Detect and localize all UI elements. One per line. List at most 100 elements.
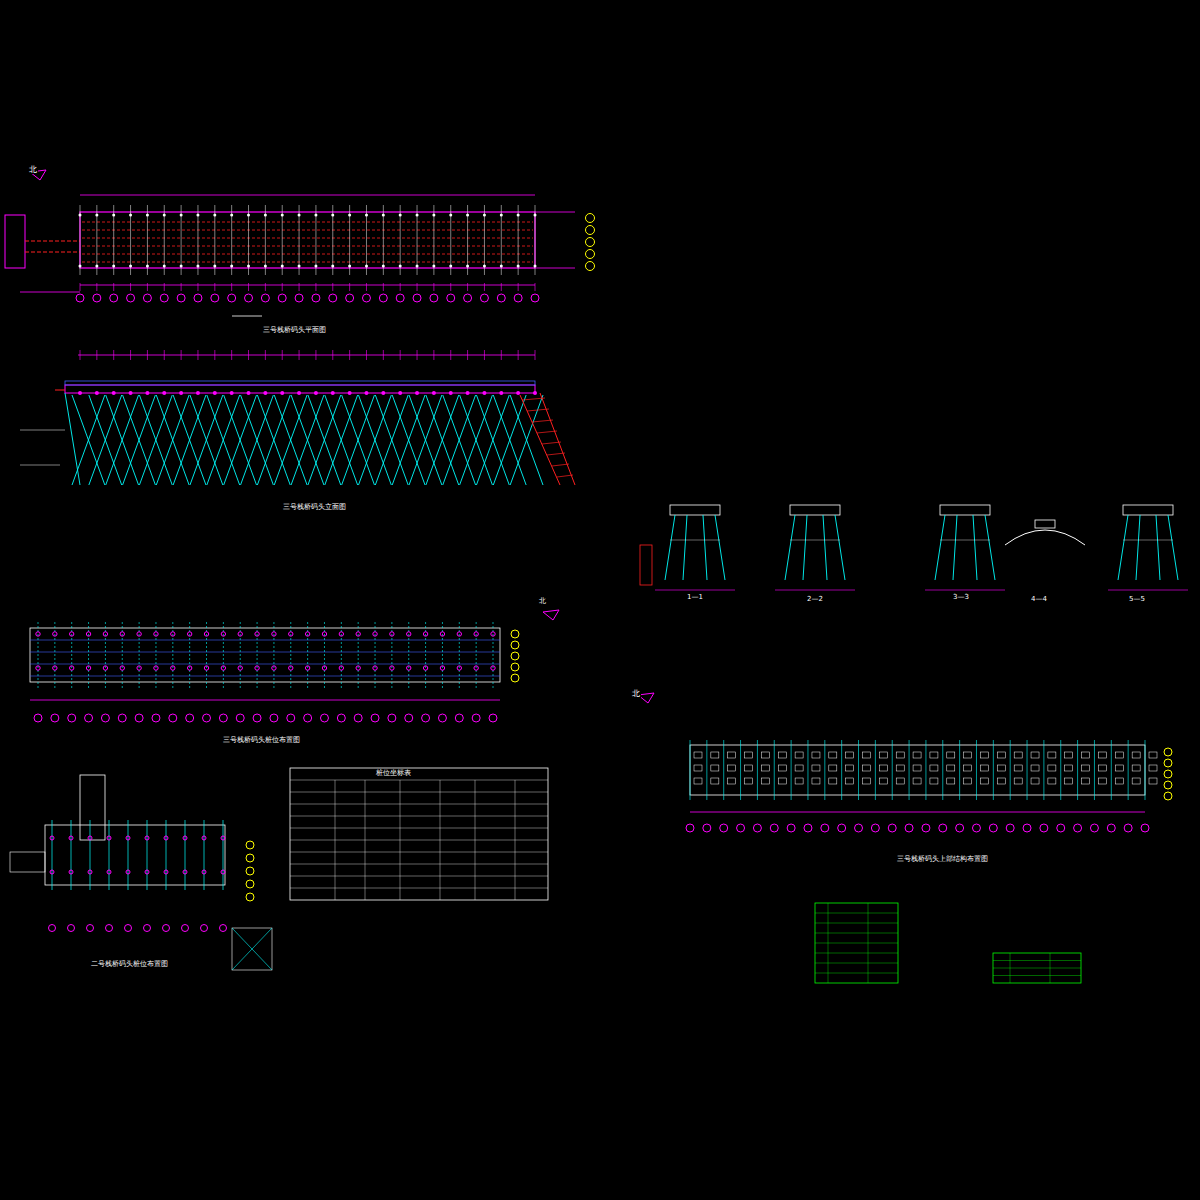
cad-line [1060,740,1061,800]
cad-line [775,590,855,591]
cad-line [96,283,97,291]
cad-line [417,283,418,291]
pile-mark [183,870,187,874]
cad-line [875,740,876,800]
brace-pile [173,395,206,485]
cad-line [670,540,720,541]
cad-line [417,350,418,360]
brace-pile [274,395,307,485]
axis-bubble [804,824,812,832]
cad-line [803,515,807,580]
cad-line [655,590,735,591]
brace-pile [257,395,290,485]
cad-line [332,350,333,360]
beam-cell [947,778,955,784]
beam-cell [863,752,871,758]
beam-cell [778,778,786,784]
brace-pile [139,395,172,485]
pile-mark [50,870,54,874]
axis-bubble [497,294,505,302]
grid-line [484,205,485,275]
pile-cap [263,391,267,395]
brace-pile [409,395,442,485]
pile-mark [440,632,444,636]
pile-mark [86,666,90,670]
brace-pile [89,395,122,485]
beam-cell [913,778,921,784]
beam-cell [711,765,719,771]
pile-mark [491,666,495,670]
cad-line [248,350,249,360]
cad-rect [670,505,720,515]
axis-bubble [1040,824,1048,832]
cad-line [1118,515,1128,580]
pile-mark [322,666,326,670]
axis-bubble [1164,781,1172,789]
cad-line [349,283,350,291]
beam-cell [1098,752,1106,758]
brace-pile [409,395,442,485]
cad-line [290,792,548,793]
cad-line [993,975,1081,976]
brace-pile [510,395,543,485]
drawing-title: 三号栈桥码头平面图 [262,327,327,334]
axis-bubble [972,824,980,832]
axis-bubble [144,925,151,932]
pile-mark [187,632,191,636]
grid-line [164,205,165,275]
axis-bubble [34,714,42,722]
cad-rect [790,505,840,515]
cad-line [30,640,500,641]
cad-line [214,283,215,291]
pile-dot [281,265,284,268]
pile-dot [79,214,82,217]
pile-mark [164,836,168,840]
axis-bubble [337,714,345,722]
pile-dot [399,214,402,217]
cad-line [815,933,898,934]
pile-mark [53,666,57,670]
pile-dot [95,265,98,268]
cad-line [993,740,994,800]
cad-line [290,852,548,853]
grid-line [332,205,333,275]
drawing-title: 桩位坐标表 [375,770,412,777]
brace-pile [274,395,307,485]
pile-mark [474,632,478,636]
axis-bubble [160,294,168,302]
axis-bubble [127,294,135,302]
pile-mark [120,666,124,670]
axis-bubble [464,294,472,302]
axis-bubble [93,294,101,302]
pile-mark [356,632,360,636]
axis-bubble [312,294,320,302]
pile-cap [364,391,368,395]
pile-layout [30,610,559,722]
cad-line [400,283,401,291]
hatch-line [82,262,533,263]
beam-cell [879,765,887,771]
pile-mark [390,666,394,670]
axis-bubble [1164,770,1172,778]
cad-line [231,350,232,360]
axis-bubble [320,714,328,722]
cad-line [774,740,775,800]
pile-mark [202,870,206,874]
pile-dot [382,214,385,217]
grid-line [80,205,81,275]
brace-pile [72,395,105,485]
beam-cell [846,778,854,784]
cad-line [815,943,898,944]
drawing-title: 三号栈桥码头上部结构布置图 [896,856,989,863]
pile-mark [305,632,309,636]
axis-bubble [143,294,151,302]
pile-mark [272,666,276,670]
pile-mark [390,632,394,636]
north-label: 北 [28,166,38,174]
cad-line [940,540,990,541]
brace-pile [173,395,206,485]
cad-line [299,283,300,291]
axis-bubble [203,714,211,722]
cad-line [366,350,367,360]
cad-line [740,740,741,800]
